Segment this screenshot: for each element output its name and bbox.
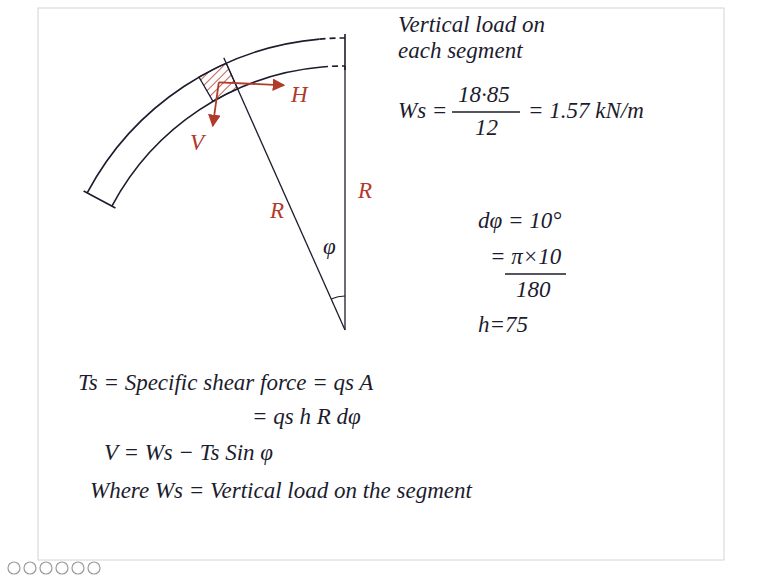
outer-arc — [87, 39, 319, 193]
angle-label: φ — [323, 234, 336, 260]
equation-text: V = Ws − Ts Sin φ — [104, 440, 273, 466]
equation-text: = 1.57 kN/m — [528, 98, 644, 124]
fraction-numerator: = π×10 — [490, 244, 561, 270]
force-label: V — [190, 130, 204, 156]
fraction-denominator: 180 — [516, 277, 551, 303]
end-cut — [84, 191, 116, 208]
angle-arc — [331, 296, 345, 299]
end-cut — [344, 34, 346, 70]
radius-label: R — [358, 178, 372, 204]
equation-text: Ws = — [398, 98, 447, 124]
outer-arc-continued — [320, 38, 345, 39]
equation-text: = qs h R dφ — [252, 404, 361, 430]
arch-drawing — [84, 34, 566, 330]
note-text: Where Ws = Vertical load on the segment — [90, 478, 472, 504]
inner-arc — [112, 67, 322, 206]
vertical-force-arrow — [213, 82, 219, 126]
fraction-numerator: 18·85 — [458, 82, 510, 108]
slide-frame — [38, 8, 724, 560]
fraction-bar — [505, 273, 566, 274]
equation-text: dφ = 10° — [478, 208, 561, 234]
radius-label: R — [270, 198, 284, 224]
radius-line — [344, 66, 345, 330]
note-text: Vertical load on each segment — [398, 12, 573, 65]
equation-text: Ts = Specific shear force = qs A — [78, 370, 373, 396]
horizontal-force-arrow — [219, 82, 284, 85]
fraction-denominator: 12 — [475, 115, 498, 141]
force-label: H — [291, 82, 308, 108]
player-icons — [8, 562, 100, 574]
inner-arc-continued — [322, 66, 345, 67]
radius-line — [224, 58, 345, 330]
equation-text: h=75 — [478, 312, 528, 338]
fraction-bar — [452, 111, 520, 112]
